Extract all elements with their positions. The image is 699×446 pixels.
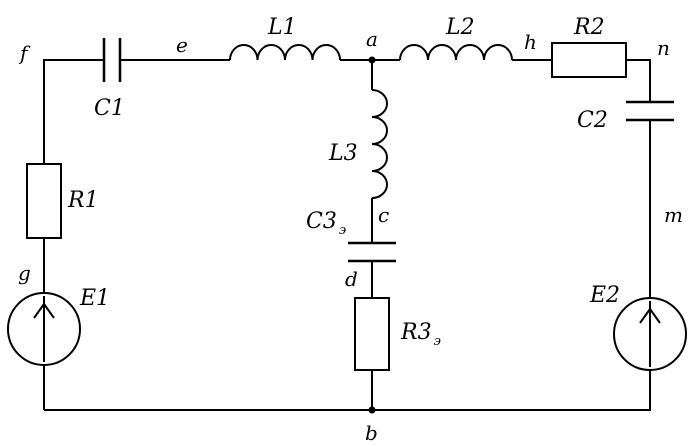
- label-l2: L2: [445, 15, 475, 40]
- label-r1: R1: [67, 188, 99, 213]
- capacitor-c2: [626, 100, 674, 122]
- label-c2: C2: [577, 108, 608, 133]
- voltage-source-e2: [613, 297, 687, 371]
- wire-bottom: [44, 370, 651, 411]
- node-label-g: g: [18, 261, 31, 285]
- capacitor-c1: [102, 38, 122, 82]
- resistor-r1: [26, 163, 62, 239]
- node-label-h: h: [524, 30, 537, 54]
- resistor-r3: [354, 297, 390, 371]
- node-label-n: n: [657, 36, 670, 60]
- label-e2: E2: [589, 283, 620, 308]
- wires: [43, 59, 651, 411]
- node-label-b: b: [365, 421, 378, 445]
- node-label-e: e: [176, 33, 188, 57]
- junction-a: [368, 56, 376, 64]
- label-r2: R2: [573, 15, 605, 40]
- inductor-l2: [399, 44, 513, 61]
- inductor-l1: [229, 44, 341, 61]
- junction-b: [368, 406, 376, 414]
- label-c1: C1: [94, 96, 125, 121]
- node-label-c: c: [378, 203, 389, 227]
- label-l1: L1: [267, 15, 297, 40]
- label-l3: L3: [328, 141, 358, 166]
- node-label-f: f: [18, 41, 31, 65]
- capacitor-c3: [348, 241, 396, 263]
- label-e1: E1: [79, 286, 110, 311]
- node-label-d: d: [345, 267, 358, 291]
- node-label-a: a: [366, 27, 378, 51]
- wire-r2-c2: [626, 59, 651, 102]
- voltage-source-e1: [7, 292, 81, 366]
- resistor-r2: [551, 42, 627, 78]
- node-label-m: m: [664, 203, 683, 227]
- inductor-l3: [371, 89, 388, 199]
